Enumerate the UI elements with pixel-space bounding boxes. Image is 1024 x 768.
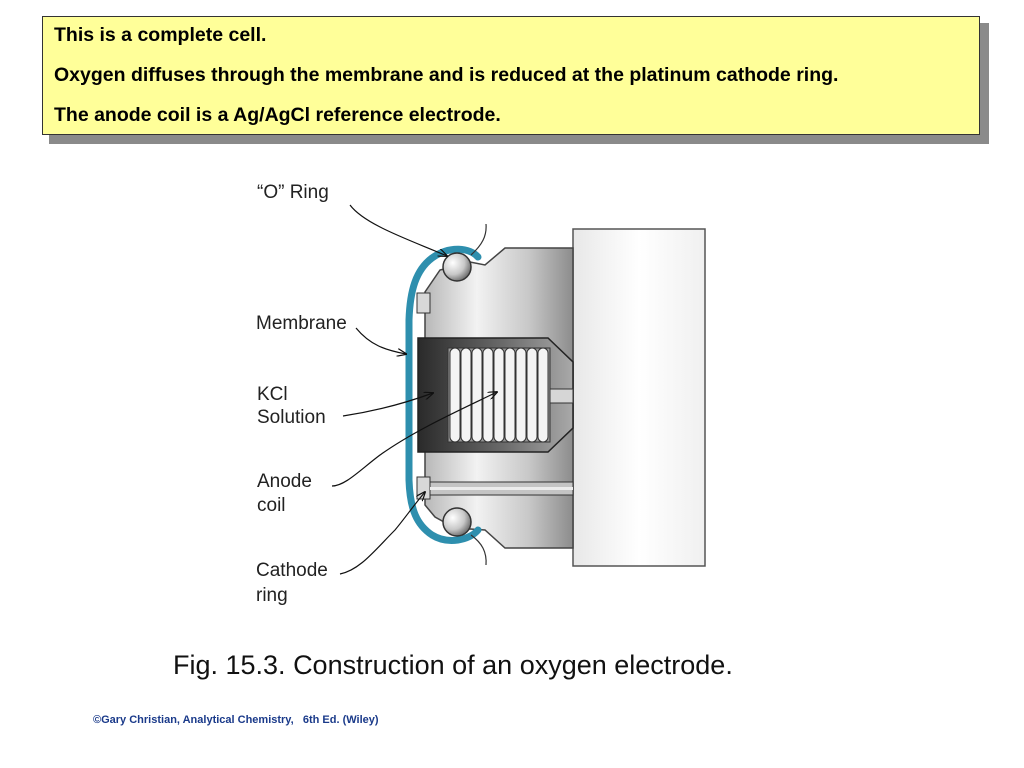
leader-kcl bbox=[342, 393, 433, 417]
cathode-rod-highlight bbox=[430, 487, 573, 490]
label-anode-1: Anode bbox=[257, 471, 312, 492]
callout-line-3: The anode coil is a Ag/AgCl reference el… bbox=[54, 104, 501, 126]
leader-cathode bbox=[339, 492, 425, 575]
copyright-credit: ©Gary Christian, Analytical Chemistry, 6… bbox=[93, 714, 379, 726]
o-ring-top-tail bbox=[470, 223, 487, 256]
callout-box: This is a complete cell. Oxygen diffuses… bbox=[42, 16, 980, 135]
label-kcl-2: Solution bbox=[257, 407, 326, 428]
o-ring-bottom bbox=[442, 507, 472, 537]
leader-membrane bbox=[355, 327, 406, 354]
leader-anode bbox=[331, 392, 497, 487]
callout-line-2: Oxygen diffuses through the membrane and… bbox=[54, 64, 839, 86]
label-cathode-2: ring bbox=[256, 585, 288, 606]
lower-notch bbox=[416, 476, 431, 500]
label-o-ring: “O” Ring bbox=[257, 182, 329, 203]
center-rod bbox=[547, 388, 574, 404]
oxygen-electrode-diagram: “O” Ring Membrane KCl Solution Anode coi… bbox=[256, 182, 706, 606]
o-ring-top bbox=[442, 252, 472, 282]
figure-caption: Fig. 15.3. Construction of an oxygen ele… bbox=[173, 650, 733, 680]
label-cathode-1: Cathode bbox=[256, 560, 328, 581]
label-anode-2: coil bbox=[257, 495, 286, 516]
label-kcl-1: KCl bbox=[257, 384, 288, 405]
anode-coil bbox=[447, 347, 551, 443]
label-membrane: Membrane bbox=[256, 313, 347, 334]
leader-o-ring bbox=[349, 204, 447, 256]
callout-line-1: This is a complete cell. bbox=[54, 24, 267, 46]
upper-notch bbox=[416, 292, 431, 314]
o-ring-bottom-tail bbox=[470, 534, 487, 566]
electrode-outer-block bbox=[572, 228, 706, 567]
